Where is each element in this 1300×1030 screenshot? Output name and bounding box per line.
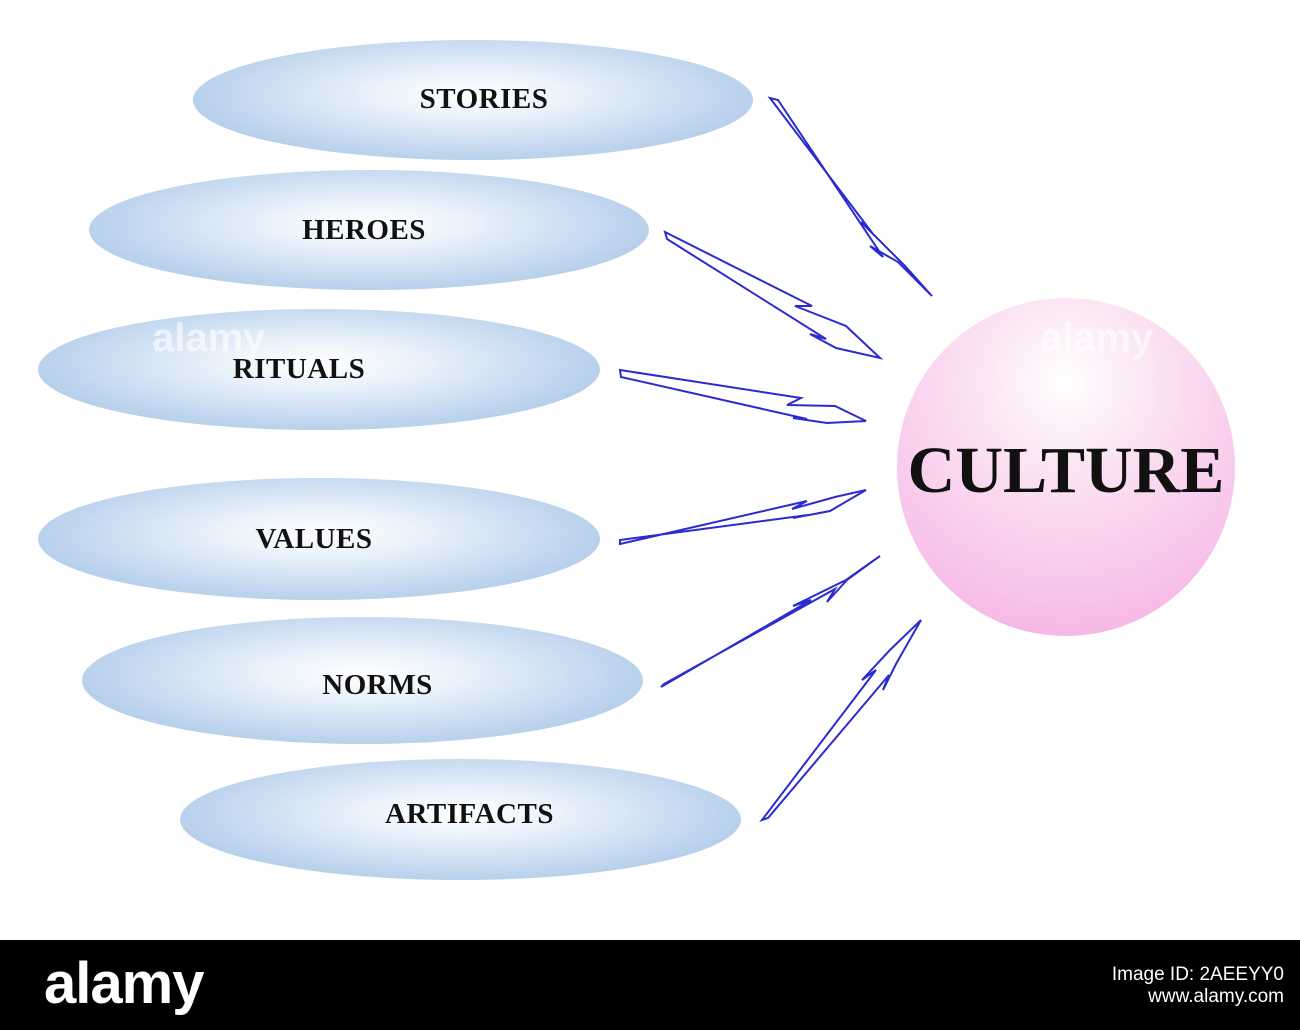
watermark: alamy bbox=[1040, 316, 1154, 360]
arrow-rituals bbox=[618, 368, 867, 425]
node-label: STORIES bbox=[419, 82, 549, 115]
node-label: HEROES bbox=[302, 213, 426, 246]
node-stories: STORIES bbox=[193, 40, 753, 160]
culture-label: CULTURE bbox=[907, 434, 1225, 507]
node-label: NORMS bbox=[322, 669, 433, 701]
culture-diagram: STORIES HEROES RITUALS VALUES NORMS ARTI… bbox=[38, 40, 1235, 880]
footer-bar: alamy Image ID: 2AEEYY0 www.alamy.com bbox=[0, 940, 1300, 1030]
node-norms: NORMS bbox=[82, 617, 643, 744]
node-label: VALUES bbox=[255, 522, 373, 555]
watermark: alamy bbox=[152, 316, 266, 360]
node-label: RITUALS bbox=[232, 353, 366, 385]
image-id-text: Image ID: 2AEEYY0 bbox=[1111, 964, 1284, 985]
culture-circle: CULTURE bbox=[897, 298, 1235, 636]
node-label: ARTIFACTS bbox=[385, 798, 554, 830]
footer-image-id: Image ID: 2AEEYY0 www.alamy.com bbox=[1112, 964, 1284, 1008]
arrow-artifacts bbox=[759, 619, 922, 822]
arrows-layer bbox=[618, 96, 933, 822]
node-artifacts: ARTIFACTS bbox=[180, 759, 741, 880]
arrow-heroes bbox=[663, 230, 884, 360]
arrow-stories bbox=[767, 96, 933, 297]
node-heroes: HEROES bbox=[89, 170, 649, 290]
arrow-values bbox=[619, 489, 867, 546]
footer-url: www.alamy.com bbox=[1148, 986, 1284, 1007]
node-values: VALUES bbox=[38, 478, 600, 600]
footer-logo: alamy bbox=[44, 951, 204, 1016]
arrow-norms bbox=[660, 555, 881, 688]
node-rituals: RITUALS bbox=[38, 309, 600, 430]
